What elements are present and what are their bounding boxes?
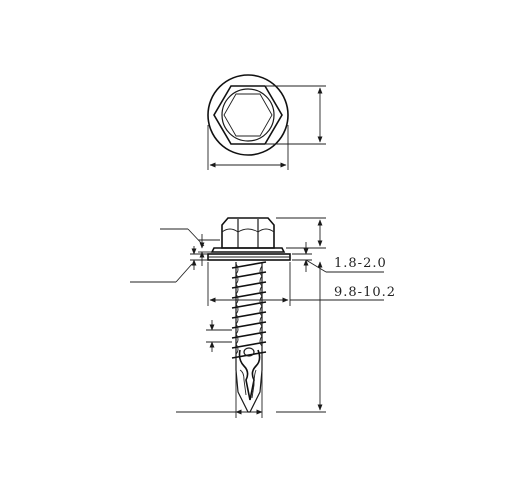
drill-flute [238,349,261,401]
top-view-hex [213,85,283,145]
leader-line [305,259,327,273]
side-dimensions: 1.8-2.0 9.8-10.2 [130,217,396,418]
top-view-inner-circle [221,88,275,142]
leader-line [175,263,193,283]
hex-head [221,217,275,249]
thread-roots [235,263,263,355]
side-view [207,217,291,413]
washer-diameter-label: 9.8-10.2 [334,285,396,300]
washer-thickness-label: 1.8-2.0 [334,256,387,271]
hex-chamfer-arcs [221,228,275,233]
flute-line [251,369,257,399]
top-view-washer-circle [207,74,289,156]
top-view-inner-hex [223,93,273,137]
flute-line [239,369,247,396]
top-view [207,74,326,170]
flange [210,247,286,253]
flute-eye [243,347,255,357]
